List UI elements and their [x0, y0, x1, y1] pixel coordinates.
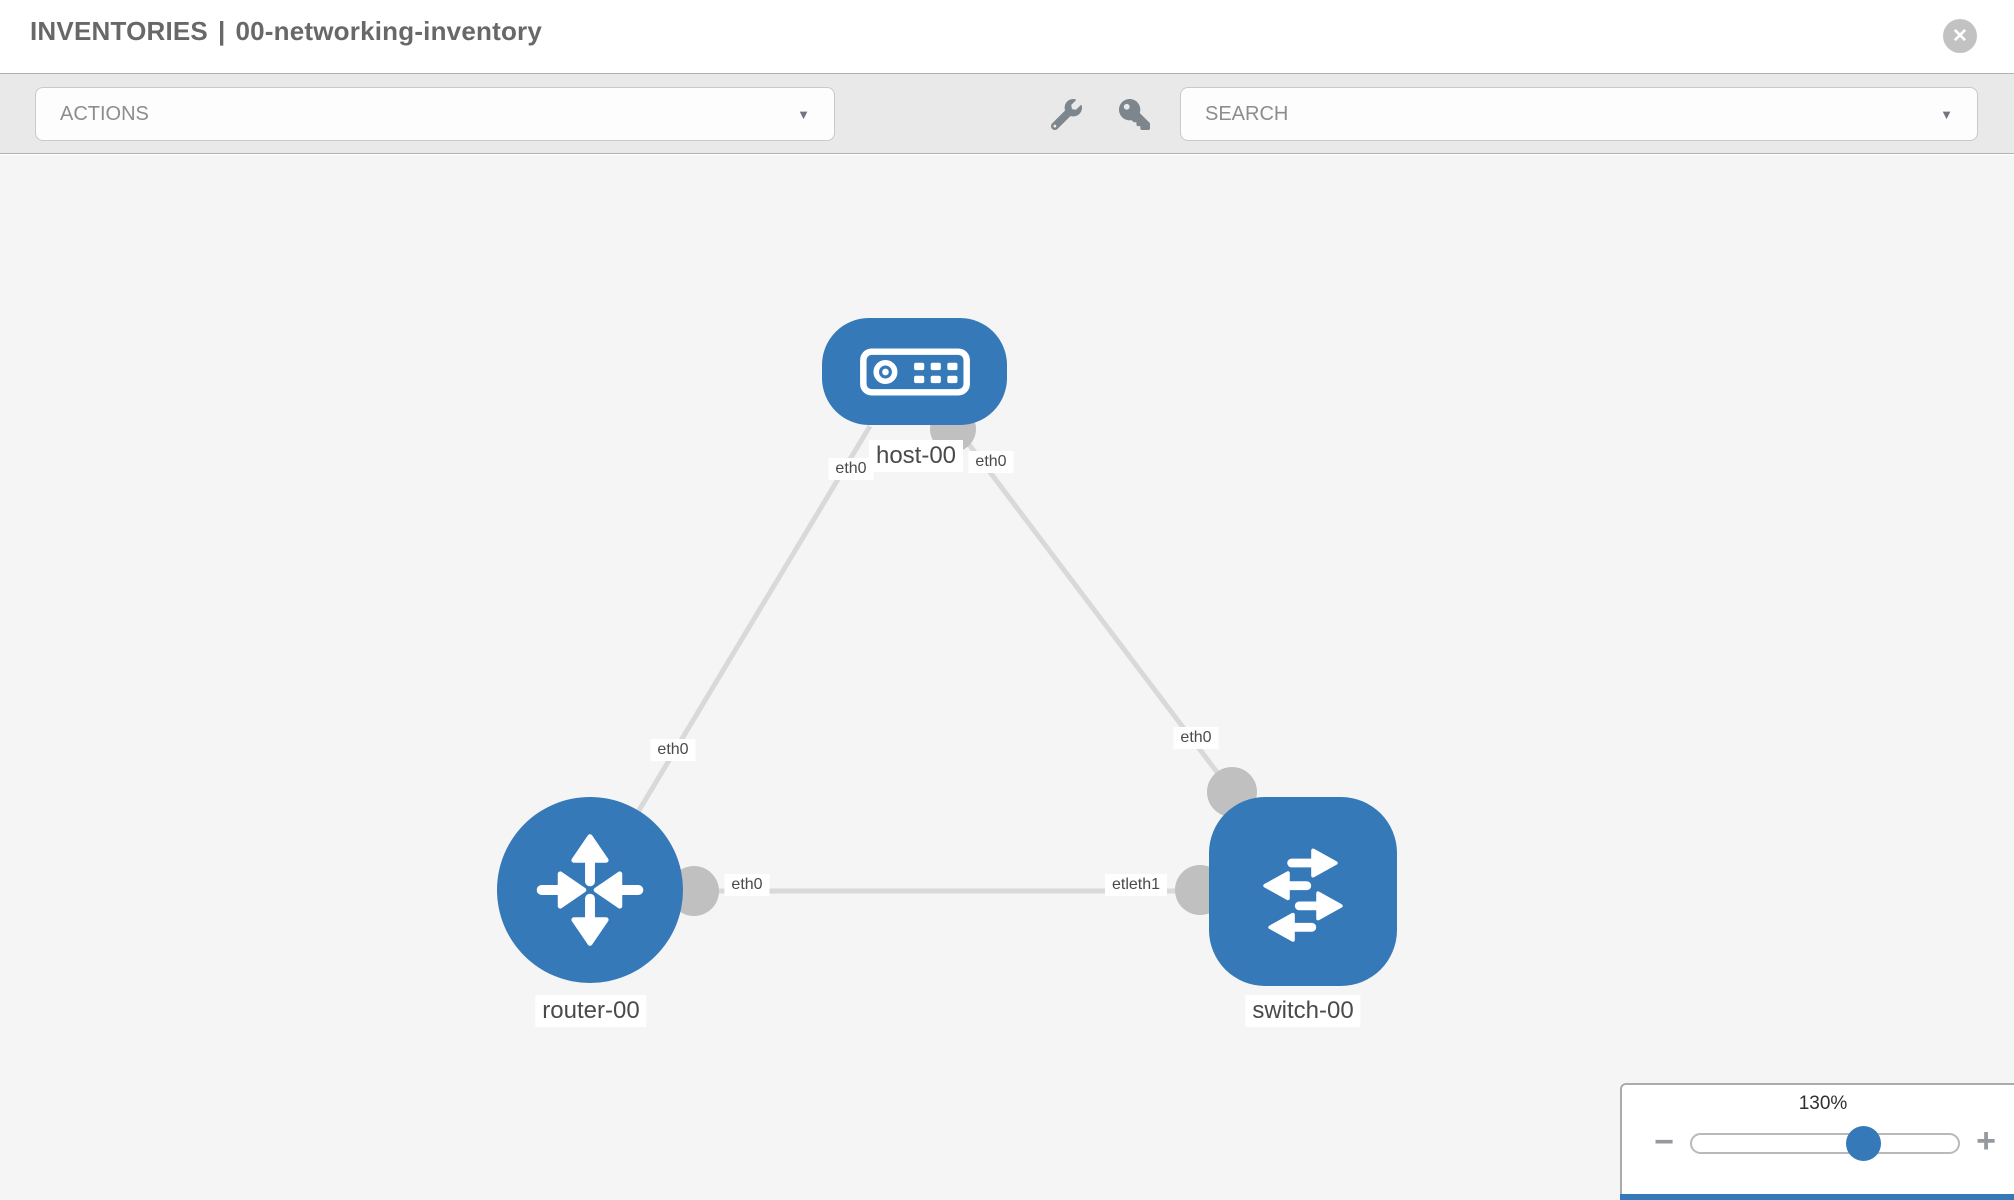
server-icon	[859, 347, 970, 396]
close-button[interactable]: ✕	[1943, 19, 1977, 53]
zoom-slider-track[interactable]	[1690, 1133, 1960, 1154]
zoom-slider-handle[interactable]	[1846, 1126, 1881, 1161]
credentials-button[interactable]	[1107, 87, 1161, 141]
search-dropdown-label: SEARCH	[1205, 102, 1289, 125]
panel-bottom-accent	[1620, 1194, 2014, 1200]
inventory-name: 00-networking-inventory	[235, 16, 543, 46]
router-arrows-icon	[536, 834, 644, 946]
key-icon	[1118, 98, 1150, 130]
node-switch-00[interactable]	[1209, 797, 1397, 986]
breadcrumb-separator: |	[217, 16, 226, 46]
zoom-in-button[interactable]: +	[1966, 1121, 2006, 1161]
node-label-switch: switch-00	[1245, 995, 1361, 1027]
actions-dropdown-label: ACTIONS	[60, 102, 149, 125]
zoom-level-label: 130%	[1798, 1093, 1848, 1114]
interface-label: eth0	[828, 458, 874, 481]
node-label-host: host-00	[868, 440, 964, 472]
close-icon: ✕	[1952, 25, 1968, 47]
search-dropdown[interactable]: SEARCH ▼	[1180, 87, 1978, 141]
configure-button[interactable]	[1039, 87, 1093, 141]
interface-label: eth0	[968, 451, 1014, 474]
header-bar: INVENTORIES | 00-networking-inventory ✕	[0, 0, 2014, 73]
actions-dropdown[interactable]: ACTIONS ▼	[35, 87, 835, 141]
wrench-icon	[1050, 98, 1082, 130]
node-host-00[interactable]	[822, 318, 1007, 425]
topology-canvas[interactable]	[0, 155, 2014, 1200]
toolbar: ACTIONS ▼ SEARCH ▼	[0, 73, 2014, 154]
node-router-00[interactable]	[497, 797, 683, 983]
interface-label: etleth1	[1104, 874, 1168, 897]
page-title: INVENTORIES | 00-networking-inventory	[30, 16, 542, 47]
breadcrumb-section: INVENTORIES	[30, 16, 208, 46]
minus-icon: −	[1654, 1123, 1674, 1161]
plus-icon: +	[1976, 1122, 1996, 1160]
zoom-out-button[interactable]: −	[1644, 1122, 1684, 1162]
interface-label: eth0	[650, 739, 696, 762]
chevron-down-icon: ▼	[797, 106, 810, 122]
switch-arrows-icon	[1263, 848, 1343, 942]
interface-label: eth0	[724, 874, 770, 897]
interface-label: eth0	[1173, 727, 1219, 750]
chevron-down-icon: ▼	[1940, 106, 1953, 122]
node-label-router: router-00	[535, 995, 647, 1027]
